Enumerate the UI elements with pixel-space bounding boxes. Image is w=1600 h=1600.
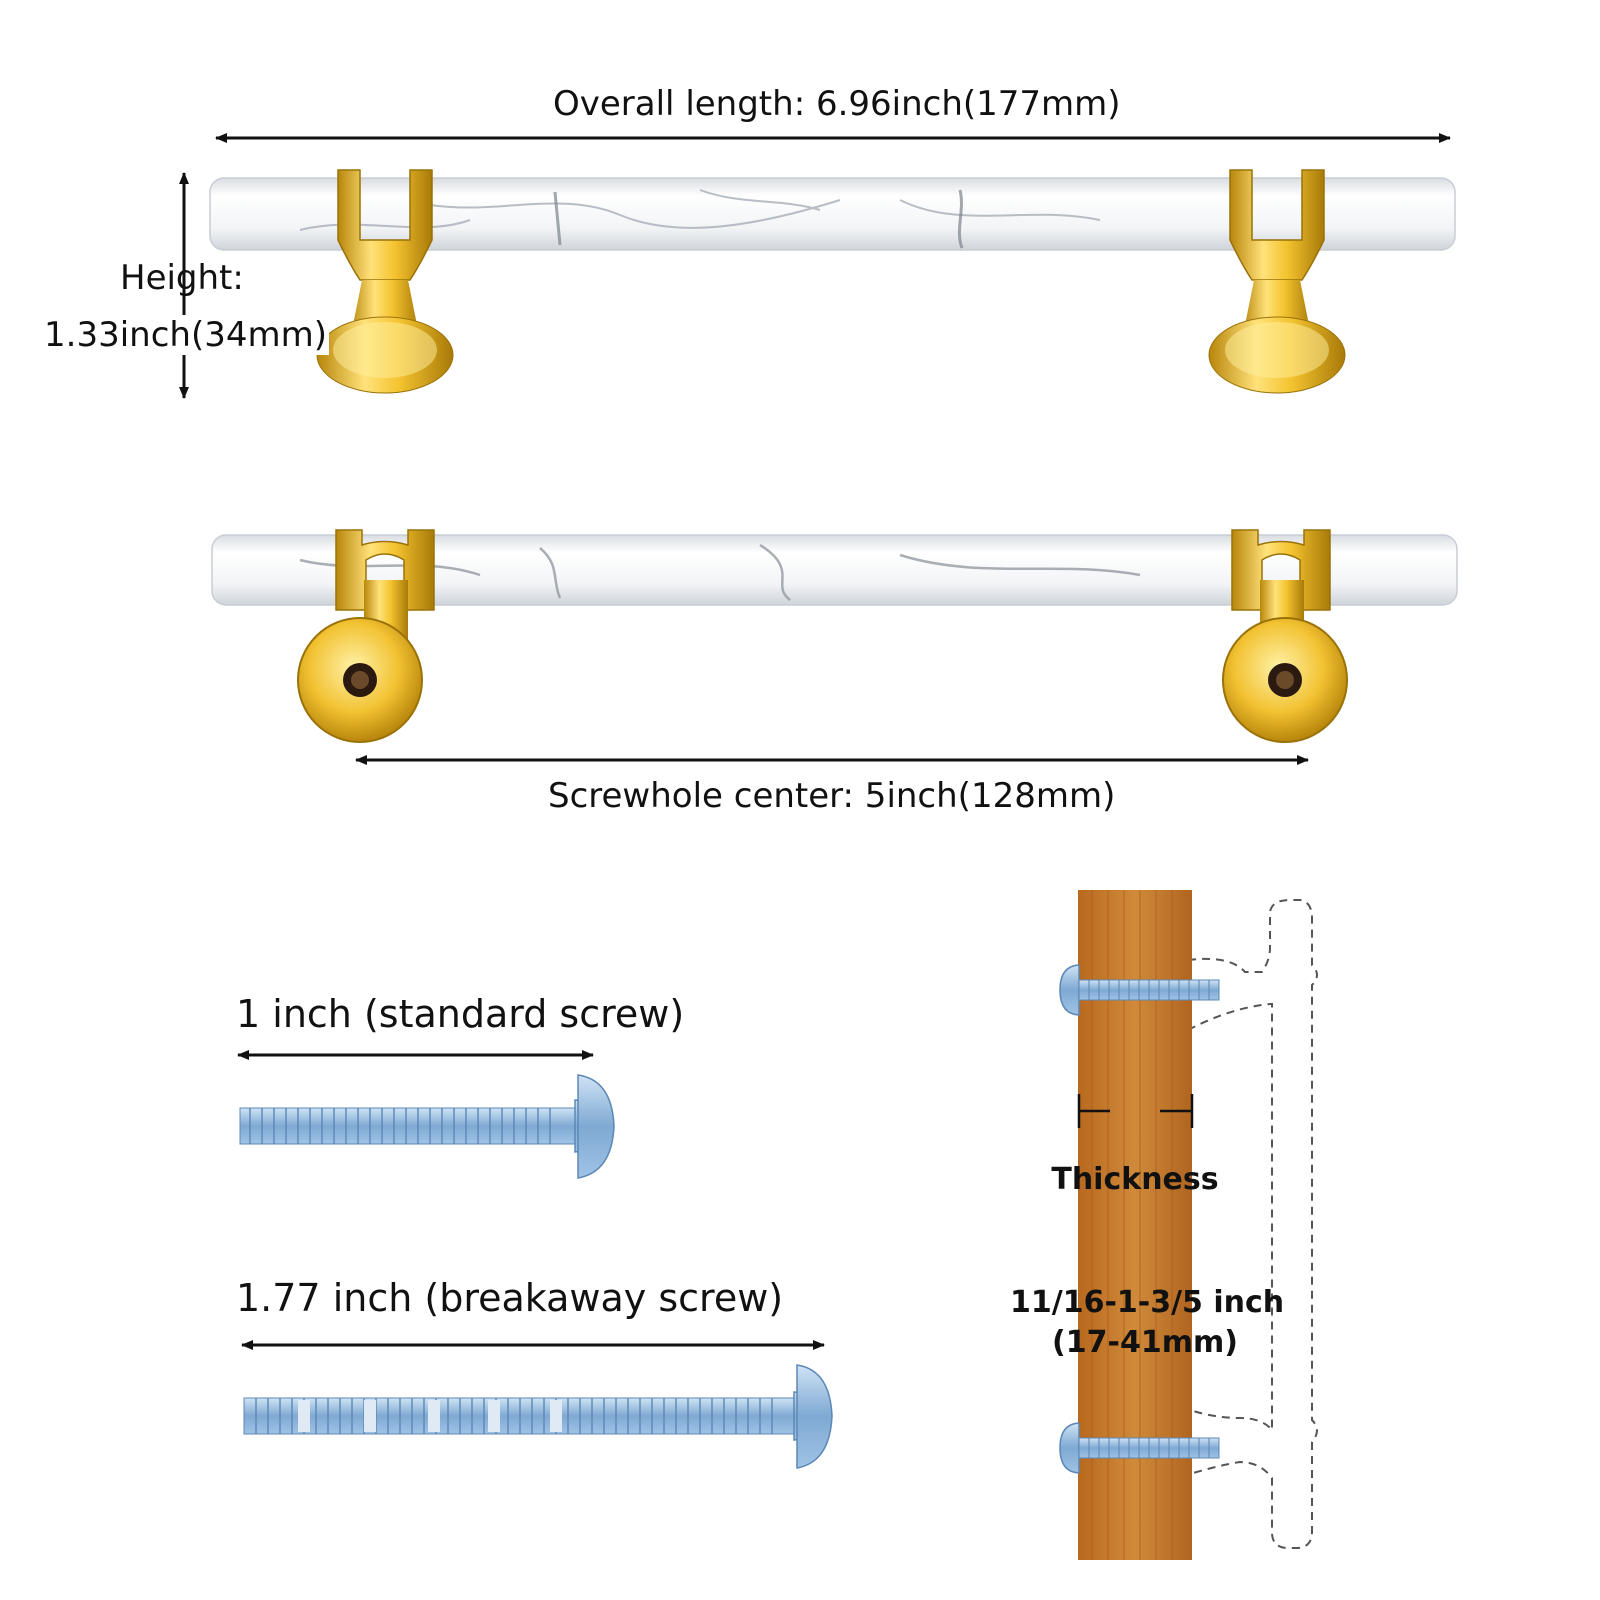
handle-back-view [211,529,1458,765]
overall-length-label: Overall length: 6.96inch(177mm) [553,84,1121,124]
handle-front-view [179,133,1456,399]
height-value: 1.33inch(34mm) [42,315,329,355]
left-post [316,169,454,394]
height-label: Height: [120,258,244,298]
standard-screw [237,1050,615,1179]
right-mount [1222,529,1348,743]
marble-bar [209,177,1456,251]
top-screw [1059,964,1220,1016]
thickness-marker [1077,1094,1194,1128]
screwhole-center-label: Screwhole center: 5inch(128mm) [548,776,1116,816]
thickness-label: Thickness [1051,1162,1219,1197]
left-mount [297,529,435,743]
standard-screw-label: 1 inch (standard screw) [236,992,685,1036]
breakaway-screw-label: 1.77 inch (breakaway screw) [236,1276,784,1320]
right-post [1208,169,1346,394]
breakaway-screw [241,1340,833,1469]
bottom-screw [1059,1422,1220,1474]
handle-outline [1187,899,1318,1549]
thickness-range-mm: (17-41mm) [1052,1325,1238,1360]
marble-bar-back [211,534,1458,606]
installation-diagram [1059,890,1318,1560]
thickness-range-inch: 11/16-1-3/5 inch [1010,1285,1285,1320]
